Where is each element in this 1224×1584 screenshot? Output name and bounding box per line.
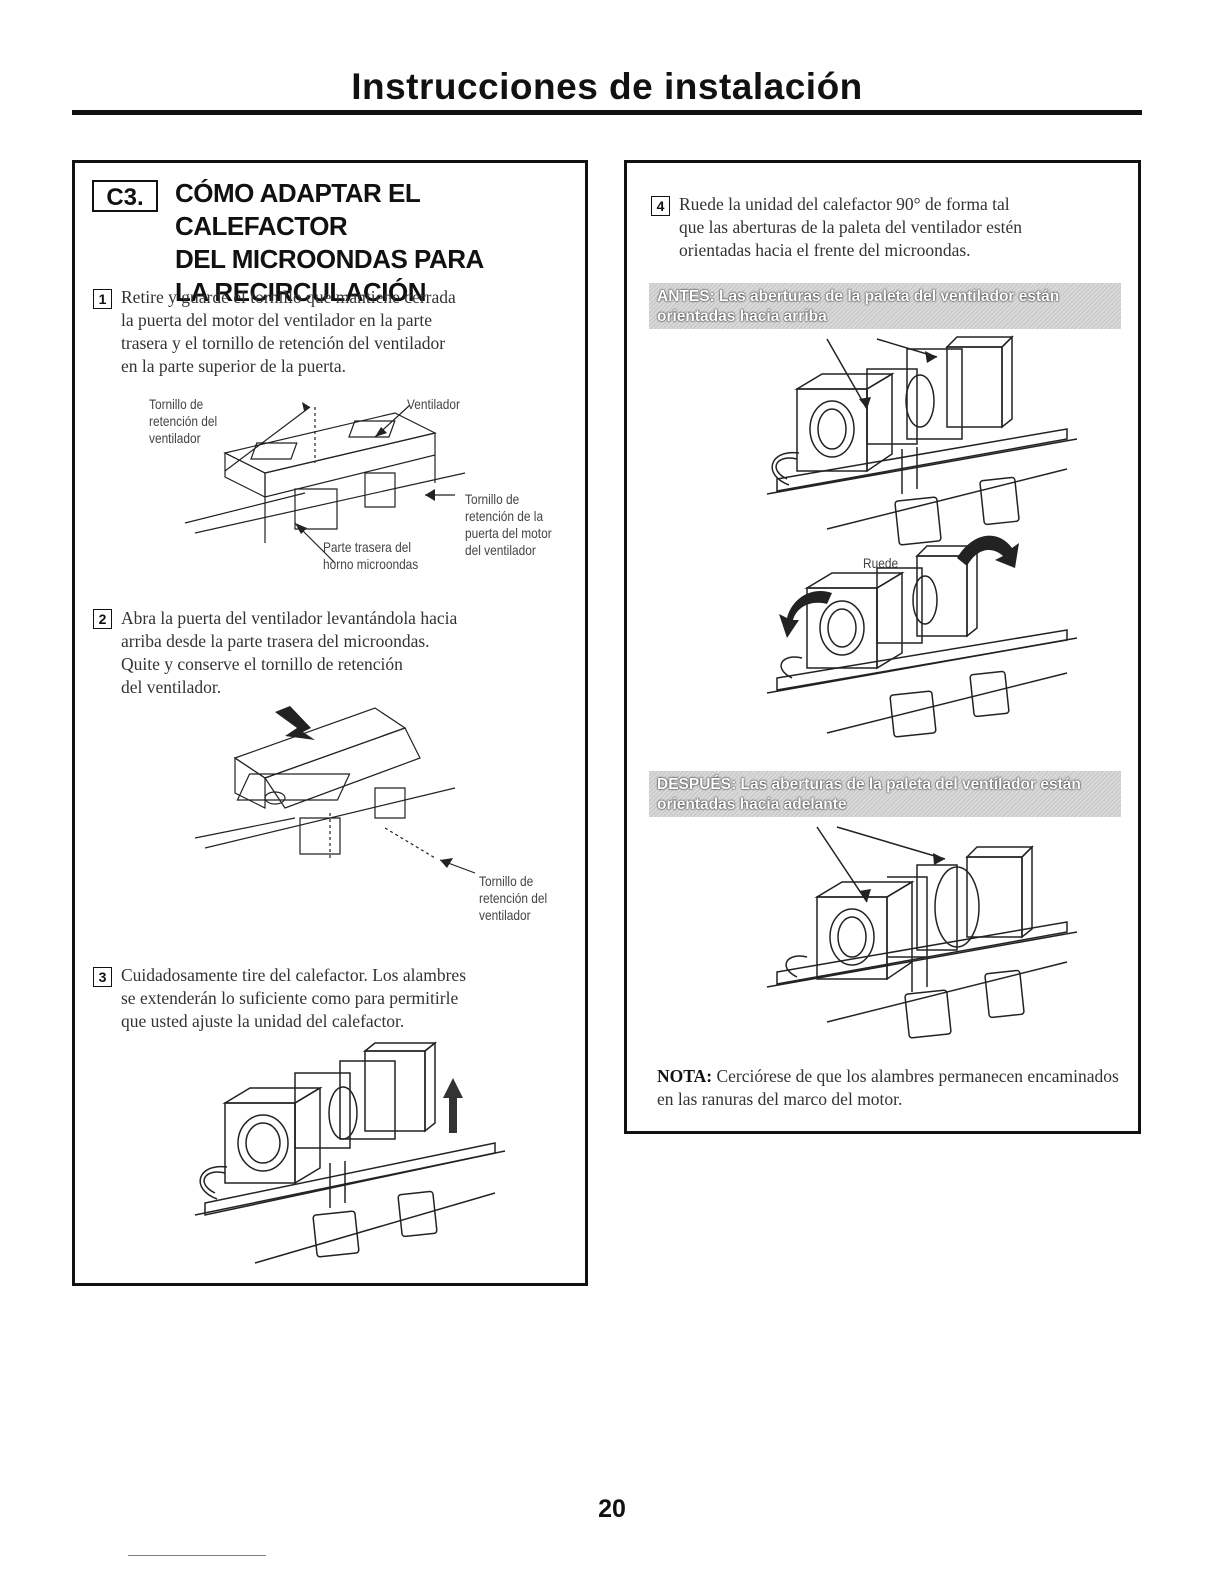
banner-line: DESPUÉS: Las aberturas de la paleta del …	[657, 776, 1081, 793]
step-number-badge: 2	[93, 609, 112, 629]
note-label: NOTA:	[657, 1066, 713, 1086]
label-line: Tornillo de	[465, 491, 520, 507]
section-c3-box: C3. CÓMO ADAPTAR EL CALEFACTOR DEL MICRO…	[72, 160, 588, 1286]
title-underline	[72, 110, 1142, 115]
label-fan-retention-screw: Tornillo de retención del ventilador	[149, 396, 217, 447]
step-1-text: Retire y guarde el tornillo que mantiene…	[121, 286, 581, 378]
figure-before-heater	[627, 329, 1144, 549]
rotate-arrow-icon	[779, 590, 832, 638]
section-title: CÓMO ADAPTAR EL CALEFACTOR DEL MICROONDA…	[175, 177, 585, 309]
step-number-badge: 4	[651, 196, 670, 216]
section-number-badge: C3.	[92, 180, 158, 212]
step-text-line: trasera y el tornillo de retención del v…	[121, 333, 446, 353]
figure-rolling-heater	[627, 535, 1144, 753]
banner-line: orientadas hacia adelante	[657, 796, 847, 813]
step-text-line: del ventilador.	[121, 677, 222, 697]
label-motor-door-screw: Tornillo de retención de la puerta del m…	[465, 491, 552, 559]
label-line: retención del	[479, 890, 548, 906]
label-roll: Ruede	[863, 555, 899, 571]
arrow-icon	[933, 853, 945, 865]
arrow-icon	[859, 889, 871, 902]
section-title-line: DEL MICROONDAS PARA	[175, 244, 484, 274]
up-arrow-icon	[275, 706, 315, 740]
step-text-line: la puerta del motor del ventilador en la…	[121, 310, 432, 330]
label-fan-retention-screw-2: Tornillo de retención del ventilador	[479, 873, 547, 924]
up-arrow-icon	[443, 1078, 463, 1133]
step-text-line: Abra la puerta del ventilador levantándo…	[121, 608, 458, 628]
arrow-icon	[859, 397, 871, 409]
note-text: Cerciórese de que los alambres permanece…	[657, 1066, 1119, 1109]
label-fan: Ventilador	[407, 396, 460, 413]
page-number: 20	[598, 1495, 626, 1523]
figure-heater-pulled	[75, 1043, 585, 1273]
arrow-icon	[375, 427, 387, 437]
arrow-icon	[425, 489, 435, 501]
step-text-line: Cuidadosamente tire del calefactor. Los …	[121, 965, 467, 985]
figure-fan-door-open	[75, 706, 585, 878]
rotate-arrow-icon	[957, 535, 1019, 568]
step-text-line: se extenderán lo suficiente como para pe…	[121, 988, 459, 1008]
label-line: retención de la	[465, 508, 544, 524]
label-line: del ventilador	[465, 542, 536, 558]
step-text-line: orientadas hacia el frente del microonda…	[679, 240, 971, 260]
step-text-line: arriba desde la parte trasera del microo…	[121, 631, 430, 651]
arrow-icon	[440, 858, 453, 868]
figure-fan-door-screws	[75, 402, 585, 583]
label-line: horno microondas	[323, 556, 419, 572]
label-line: ventilador	[149, 430, 201, 446]
step-3-text: Cuidadosamente tire del calefactor. Los …	[121, 964, 581, 1033]
label-line: ventilador	[479, 907, 531, 923]
banner-line: orientadas hacia arriba	[657, 308, 827, 325]
label-line: Ventilador	[407, 396, 460, 412]
footer-rule	[128, 1555, 266, 1556]
label-line: Tornillo de	[149, 396, 204, 412]
after-banner: DESPUÉS: Las aberturas de la paleta del …	[649, 771, 1121, 817]
step-text-line: que usted ajuste la unidad del calefacto…	[121, 1011, 405, 1031]
step-number-badge: 1	[93, 289, 112, 309]
step-number-badge: 3	[93, 967, 112, 987]
step-4-box: 4 Ruede la unidad del calefactor 90° de …	[624, 160, 1141, 1134]
banner-line: ANTES: Las aberturas de la paleta del ve…	[657, 288, 1060, 305]
section-title-line: CÓMO ADAPTAR EL CALEFACTOR	[175, 178, 420, 241]
step-text-line: Ruede la unidad del calefactor 90° de fo…	[679, 194, 1010, 214]
step-text-line: en la parte superior de la puerta.	[121, 356, 346, 376]
label-line: puerta del motor	[465, 525, 552, 541]
step-2-text: Abra la puerta del ventilador levantándo…	[121, 607, 581, 699]
label-line: retención del	[149, 413, 218, 429]
label-line: Tornillo de	[479, 873, 534, 889]
section-title-line: LA RECIRCULACIÓN	[175, 277, 427, 307]
before-banner: ANTES: Las aberturas de la paleta del ve…	[649, 283, 1121, 329]
figure-after-heater	[627, 817, 1144, 1042]
label-oven-rear: Parte trasera del horno microondas	[323, 539, 418, 573]
step-text-line: Quite y conserve el tornillo de retenció…	[121, 654, 403, 674]
label-line: Parte trasera del	[323, 539, 411, 555]
note: NOTA: Cerciórese de que los alambres per…	[657, 1065, 1127, 1111]
arrow-icon	[295, 523, 307, 534]
step-text-line: que las aberturas de la paleta del venti…	[679, 217, 1023, 237]
page-title: Instrucciones de instalación	[351, 66, 863, 107]
arrow-icon	[925, 351, 937, 363]
step-4-text: Ruede la unidad del calefactor 90° de fo…	[679, 193, 1134, 262]
arrow-icon	[302, 402, 310, 411]
step-text-line: Retire y guarde el tornillo que mantiene…	[121, 287, 456, 307]
